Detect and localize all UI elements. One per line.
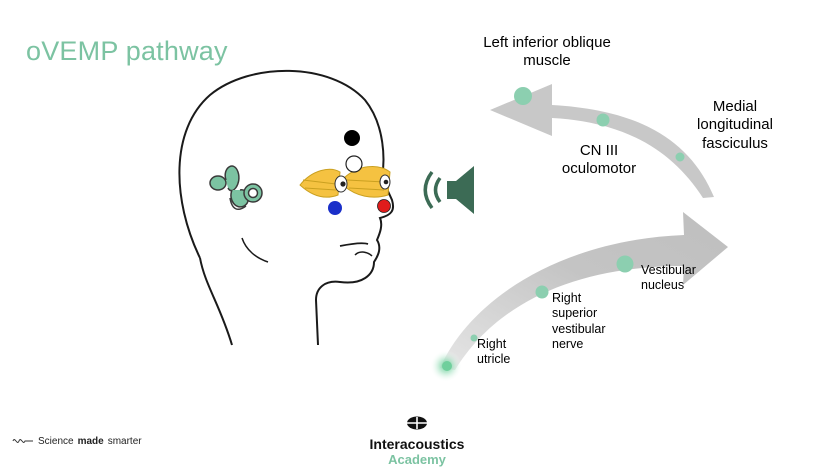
tagline-pre: Science [38,435,74,447]
brand-logo: Interacoustics Academy [355,416,479,467]
brand-name: Interacoustics [369,436,465,452]
white-dot [345,155,363,173]
label-utricle: Right utricle [477,337,511,367]
speaker-icon [423,166,474,214]
brand-sub: Academy [388,452,446,467]
label-left-inferior-oblique: Left inferior oblique muscle [483,34,611,70]
label-cn3: CN III oculomotor [561,142,637,178]
tagline-post: smarter [107,435,142,447]
mouth [339,242,369,247]
footer-tagline: Science made smarter [12,435,142,447]
inner-ear-icon [209,165,263,211]
label-mlf: Medial longitudinal fasciculus [697,98,773,152]
node-mlf [675,152,685,162]
jaw-line [241,237,269,263]
interacoustics-logo-icon [407,416,427,430]
node-cn3 [596,113,610,127]
upper-pathway-arrow [490,84,714,198]
node-left-inferior-oblique [514,87,532,105]
black-dot [344,130,360,146]
blue-dot [328,201,342,215]
tagline-bold: made [77,435,104,447]
lower-pathway-arrow [440,212,728,370]
wave-icon [12,439,33,443]
node-sup-vestibular-nerve [535,285,549,299]
red-dot [377,199,391,213]
node-sup-vestibular-nerve-small [470,334,478,342]
node-utricle [442,361,452,371]
chin-line [354,251,373,257]
label-vestibular-nucleus: Vestibular nucleus [641,263,696,293]
node-vestibular-nucleus [616,255,634,273]
neck-back [199,257,233,346]
label-superior-vestibular-nerve: Right superior vestibular nerve [552,291,606,351]
eye-muscle-graphic [299,166,391,198]
head-outline [178,69,395,346]
slide-title: oVEMP pathway [26,36,228,66]
